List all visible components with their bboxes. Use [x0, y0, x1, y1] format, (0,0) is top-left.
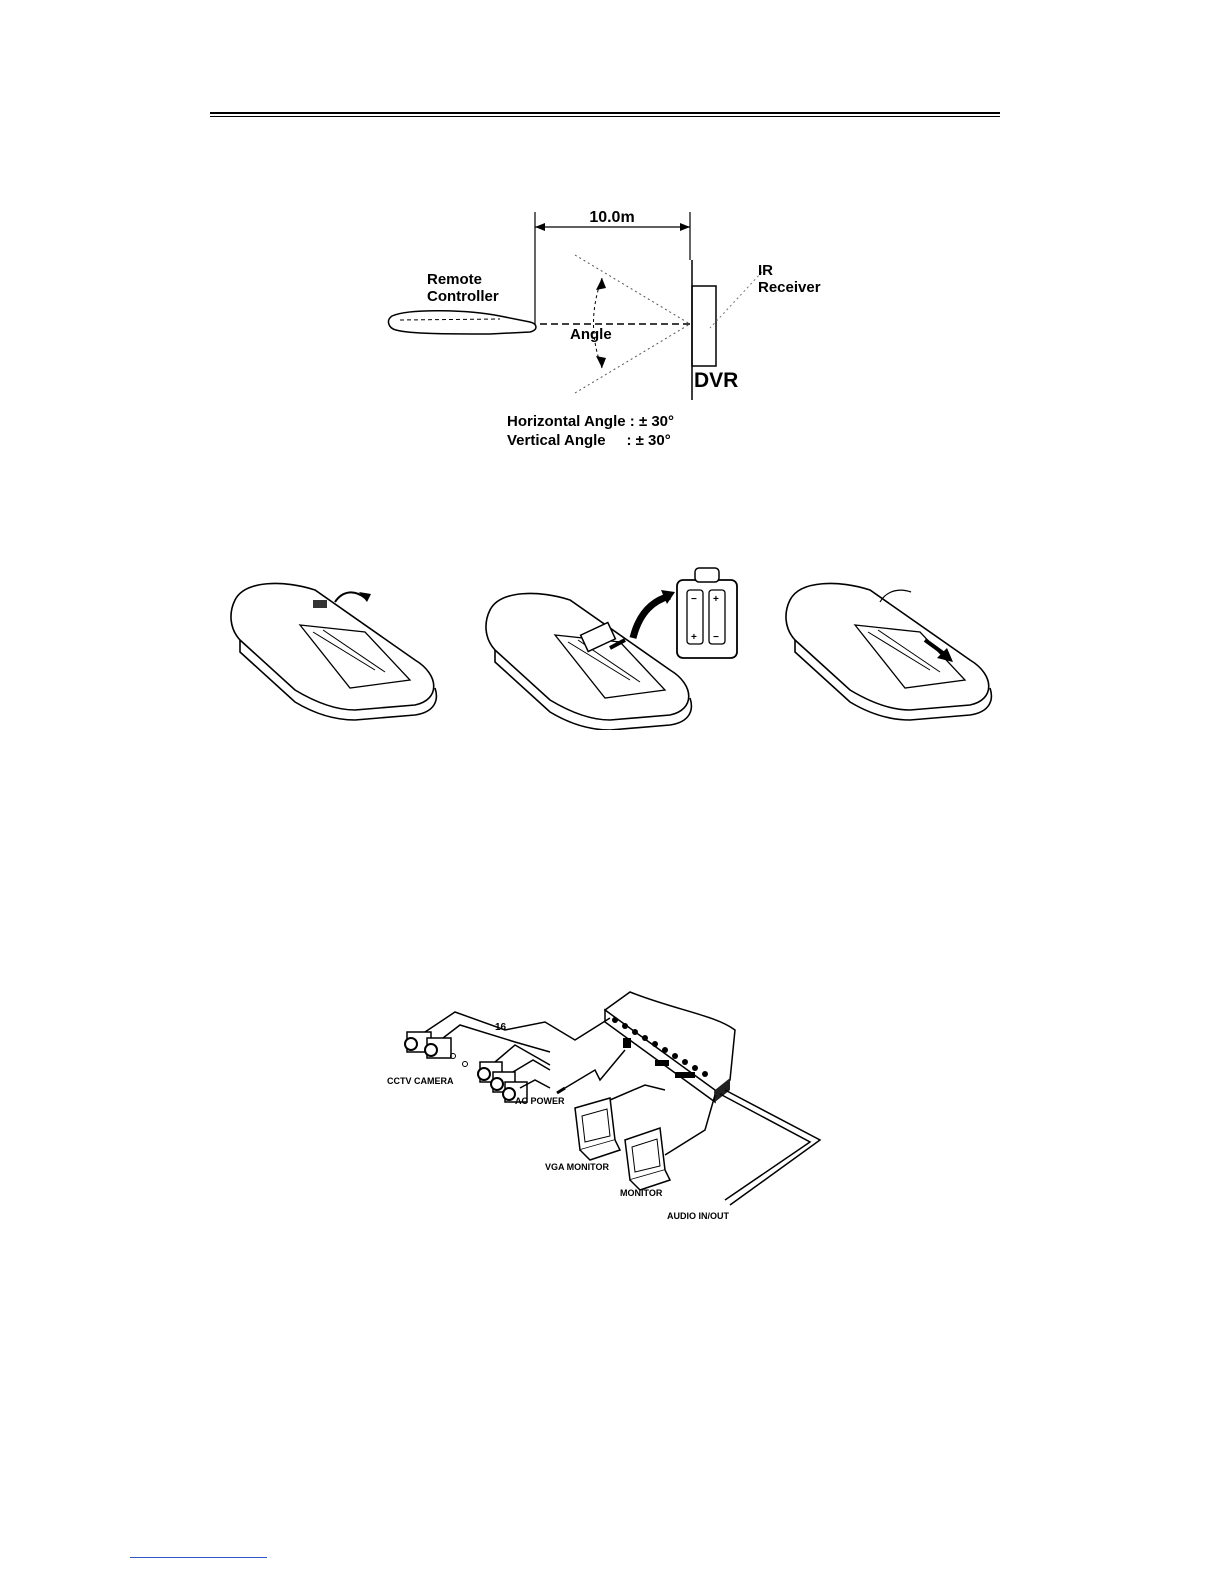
- remote-range-diagram: 10.0m Remote Controller Angle DVR IR Rec…: [380, 200, 840, 460]
- dvr-label: DVR: [694, 369, 738, 392]
- ac-power-label: AC POWER: [515, 1096, 565, 1106]
- dvr-panel: [692, 286, 716, 366]
- battery-step-1: [231, 583, 436, 720]
- controller-label: Controller: [427, 288, 499, 305]
- battery-holder: − + + −: [677, 568, 737, 658]
- header-rule: [210, 112, 1000, 117]
- ir-label: IR: [758, 262, 773, 279]
- receiver-label: Receiver: [758, 279, 821, 296]
- distance-label: 10.0m: [589, 209, 634, 226]
- connection-diagram: 16 CCTV CAMERA AC POWER VGA MONITOR MONI…: [385, 990, 835, 1225]
- footer-link-underline: [130, 1557, 267, 1558]
- cctv-camera-group-1: [405, 1032, 451, 1058]
- dvr-unit: [605, 992, 735, 1102]
- monitor-label: MONITOR: [620, 1188, 663, 1198]
- remote-controller-shape: [389, 311, 536, 334]
- horizontal-angle-spec: Horizontal Angle : ± 30°: [507, 413, 674, 430]
- remote-label: Remote: [427, 271, 482, 288]
- vga-monitor: [575, 1098, 620, 1160]
- audio-in-out-label: AUDIO IN/OUT: [667, 1211, 730, 1221]
- plus-mark: +: [713, 594, 719, 605]
- minus-mark: −: [713, 632, 719, 643]
- vga-monitor-label: VGA MONITOR: [545, 1162, 610, 1172]
- channel-count-label: 16: [495, 1022, 507, 1033]
- battery-step-2: − + + −: [486, 568, 737, 730]
- cctv-camera-label: CCTV CAMERA: [387, 1076, 454, 1086]
- angle-label: Angle: [570, 326, 612, 343]
- monitor: [625, 1128, 670, 1190]
- battery-steps-diagram: − + + −: [225, 560, 1005, 730]
- battery-step-3: [786, 583, 991, 720]
- plus-mark: +: [691, 632, 697, 643]
- vertical-angle-spec: Vertical Angle : ± 30°: [507, 432, 671, 449]
- minus-mark: −: [691, 594, 697, 605]
